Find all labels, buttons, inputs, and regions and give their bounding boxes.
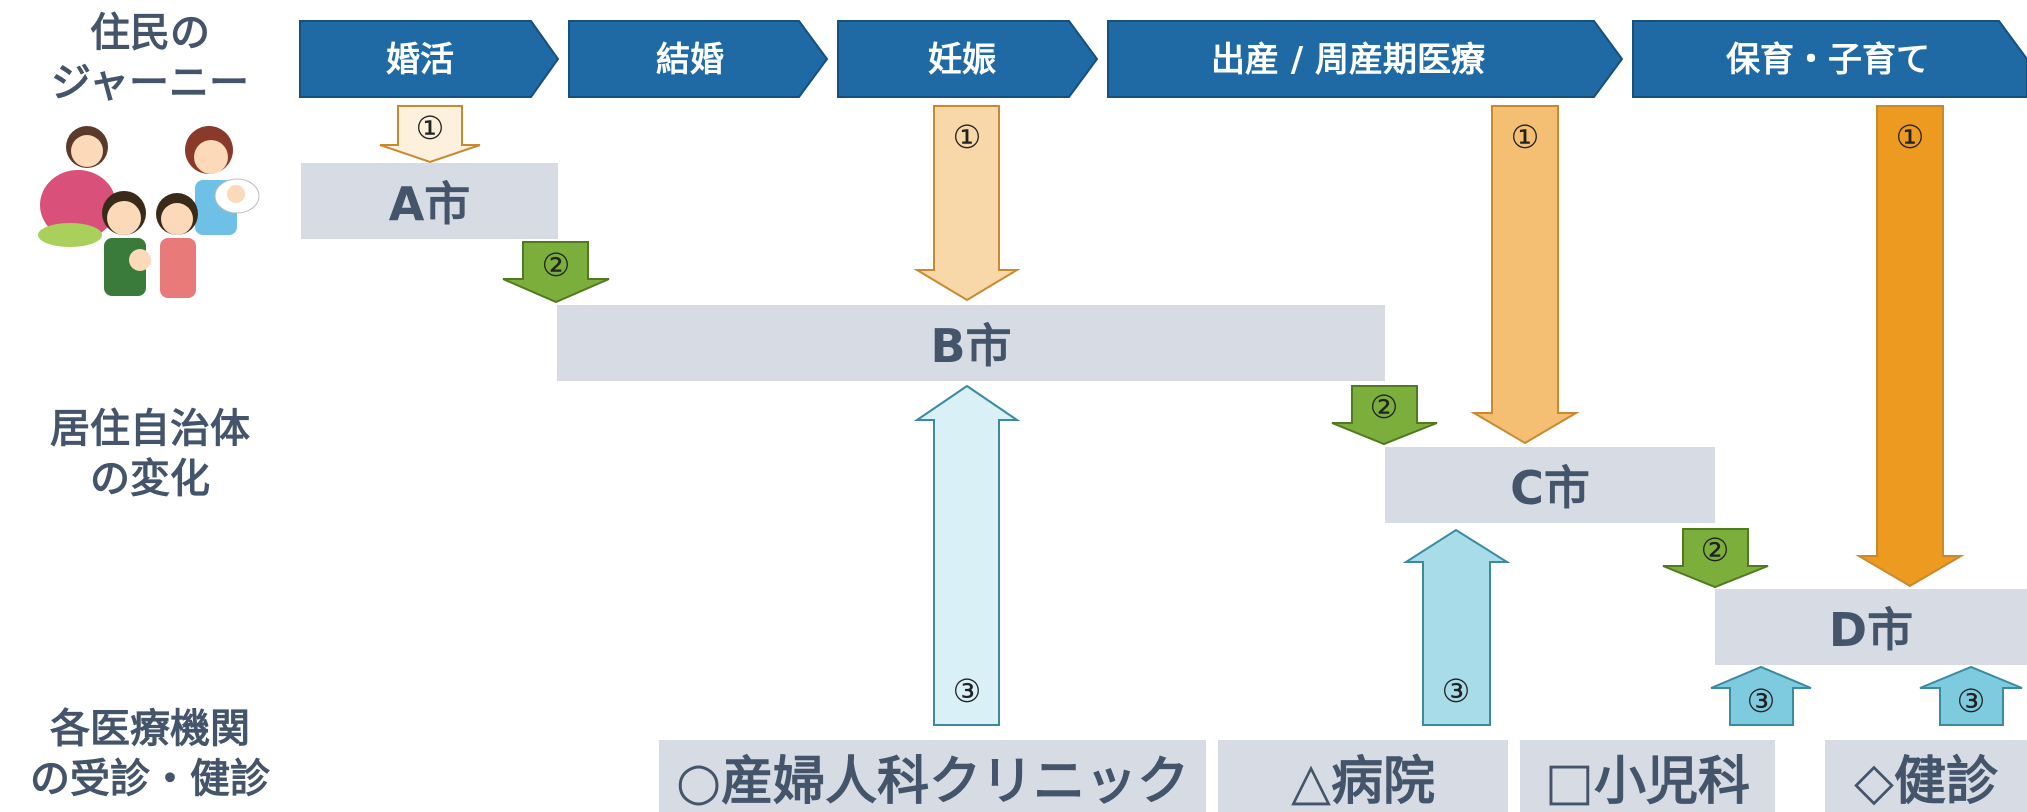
arrow-1-childcare	[1855, 105, 1965, 588]
institution-checkup-label: ◇健診	[1854, 751, 1998, 812]
marker-1-birth: ①	[1511, 118, 1540, 156]
journey-label: 住民の ジャーニー	[0, 8, 300, 108]
institution-hospital-label: △病院	[1291, 751, 1435, 812]
city-d-label: D市	[1828, 603, 1914, 657]
city-c: C市	[1385, 447, 1715, 523]
arrow-2-c-to-d	[1662, 528, 1769, 589]
residence-label-line1: 居住自治体	[50, 406, 250, 452]
journey-label-line1: 住民の	[90, 10, 210, 56]
city-c-label: C市	[1510, 461, 1590, 515]
arrow-3-hospital	[1402, 528, 1511, 726]
residence-label: 居住自治体 の変化	[0, 404, 300, 504]
institution-checkup: ◇健診	[1825, 740, 2027, 812]
institution-clinic: ○産婦人科クリニック	[659, 740, 1206, 812]
institution-pediatrics-label: □小児科	[1544, 751, 1751, 812]
marker-3-pediatrics: ③	[1747, 682, 1776, 720]
marker-1-pregnancy: ①	[953, 118, 982, 156]
marker-3-checkup: ③	[1957, 682, 1986, 720]
institutions-label: 各医療機関 の受診・健診	[0, 704, 300, 804]
marker-2-a-to-b: ②	[542, 246, 571, 284]
residence-label-line2: の変化	[90, 456, 210, 502]
marker-1-marriage: ①	[416, 109, 445, 147]
institution-clinic-label: ○産婦人科クリニック	[675, 751, 1190, 812]
institutions-label-line1: 各医療機関	[50, 706, 250, 752]
marker-1-childcare: ①	[1896, 118, 1925, 156]
city-b-label: B市	[930, 319, 1012, 373]
marker-3-hospital: ③	[1442, 672, 1471, 710]
marker-2-c-to-d: ②	[1701, 531, 1730, 569]
marker-2-b-to-c: ②	[1370, 388, 1399, 426]
city-b: B市	[557, 305, 1385, 381]
stage-label-1: 婚活	[386, 40, 454, 80]
arrow-2-b-to-c	[1331, 385, 1438, 446]
stage-chevron-1	[299, 20, 560, 98]
marker-3-clinic: ③	[953, 672, 982, 710]
city-a-label: A市	[388, 177, 471, 231]
arrow-1-birth	[1470, 105, 1580, 445]
stage-chevron-2	[568, 20, 829, 98]
arrow-1-pregnancy	[913, 105, 1021, 302]
institutions-label-line2: の受診・健診	[30, 756, 270, 802]
stage-label-3: 妊娠	[928, 40, 996, 80]
city-a: A市	[301, 163, 558, 239]
stage-label-4: 出産 / 周産期医療	[1211, 40, 1486, 80]
family-illustration	[38, 126, 260, 298]
stage-chevrons: 婚活 結婚 妊娠 出産 / 周産期医療 保育・子育て	[299, 20, 2027, 98]
stage-chevron-4	[1107, 20, 1624, 98]
institution-hospital: △病院	[1218, 740, 1508, 812]
journey-label-line2: ジャーニー	[51, 60, 249, 106]
arrow-3-clinic	[913, 384, 1021, 726]
arrow-1-marriage	[379, 105, 481, 164]
stage-chevron-3	[837, 20, 1099, 98]
city-d: D市	[1715, 589, 2027, 665]
stage-label-5: 保育・子育て	[1726, 40, 1930, 80]
stage-chevron-5	[1632, 20, 2027, 98]
arrow-2-a-to-b	[502, 241, 610, 304]
institution-pediatrics: □小児科	[1520, 740, 1775, 812]
stage-label-2: 結婚	[656, 40, 724, 80]
arrow-3-pediatrics	[1710, 665, 1812, 726]
arrow-3-checkup	[1919, 665, 2023, 726]
